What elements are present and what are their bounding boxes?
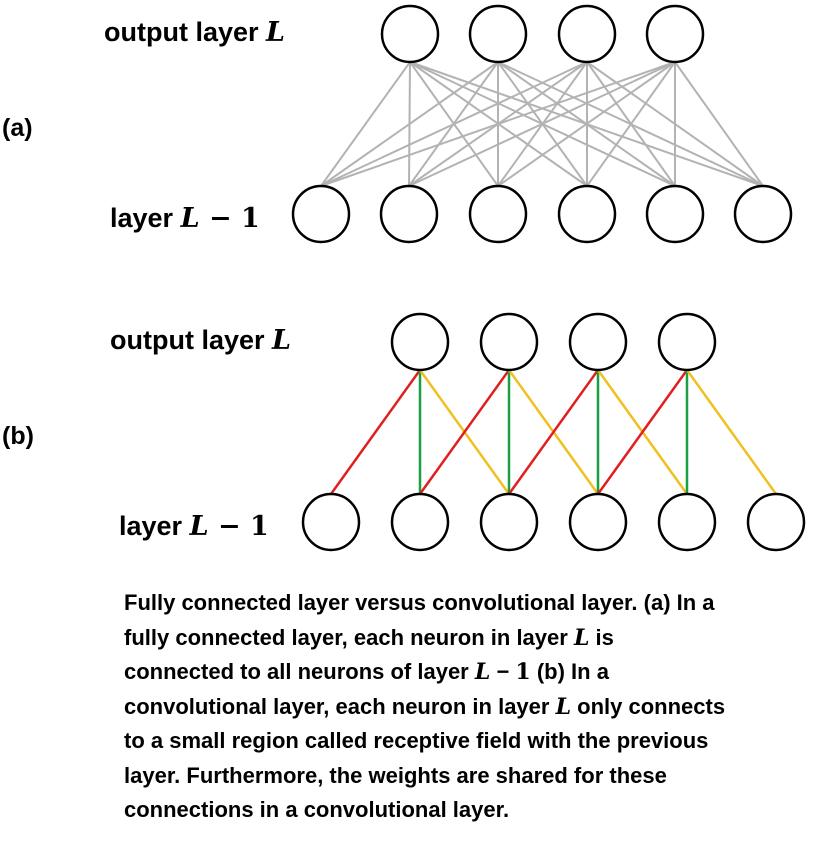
panel-a-neurons — [291, 4, 793, 244]
panel-b-output-neuron-3 — [568, 312, 628, 372]
caption-line-6: layer. Furthermore, the weights are shar… — [124, 759, 829, 794]
caption-line-4: convolutional layer, each neuron in laye… — [124, 690, 829, 725]
caption-line-7: connections in a convolutional layer. — [124, 793, 829, 828]
figure-caption: Fully connected layer versus convolution… — [124, 586, 829, 828]
panel-b-edge-right-4 — [685, 369, 778, 495]
panel-a-edge-4-2 — [408, 61, 676, 187]
panel-a-edge-4-4 — [586, 61, 676, 187]
panel-a-input-neuron-5 — [645, 184, 705, 244]
panel-a-input-layer-label: layer L − 1 — [110, 202, 260, 235]
panel-b-input-label-text: layer — [119, 511, 190, 541]
panel-b-input-layer-label: layer L − 1 — [119, 510, 269, 543]
panel-a-input-neuron-3 — [468, 184, 528, 244]
panel-b-edge-left-2 — [418, 369, 511, 495]
caption-text: connected to all neurons of layer — [124, 659, 475, 684]
panel-a-edges — [320, 61, 764, 187]
panel-b-input-neuron-1 — [301, 492, 361, 552]
panel-a-edge-4-1 — [320, 61, 676, 187]
caption-text: fully connected layer, each neuron in la… — [124, 624, 574, 650]
caption-text: connections in a convolutional layer. — [124, 797, 510, 822]
panel-a-edge-1-1 — [320, 61, 411, 187]
panel-a-input-neuron-2 — [379, 184, 439, 244]
caption-text: convolutional layer, each neuron in laye… — [124, 693, 556, 719]
panel-b-output-layer-label: output layer L — [110, 324, 291, 357]
panel-b-input-neuron-4 — [568, 492, 628, 552]
panel-a-input-label-var: L — [180, 203, 200, 234]
caption-text: only connects — [571, 693, 726, 719]
panel-b-input-neuron-6 — [746, 492, 806, 552]
panel-b-output-label-text: output layer — [110, 325, 273, 355]
panel-a-output-neuron-2 — [468, 4, 528, 64]
panel-b-output-neuron-4 — [657, 312, 717, 372]
panel-b-input-neuron-3 — [479, 492, 539, 552]
panel-a-input-neuron-1 — [291, 184, 351, 244]
caption-math-var: L — [474, 659, 491, 685]
panel-a-input-neuron-4 — [557, 184, 617, 244]
panel-b-edges — [329, 369, 778, 495]
panel-a-output-neuron-3 — [557, 4, 617, 64]
caption-text: layer. Furthermore, the weights are shar… — [124, 762, 667, 788]
caption-text: is — [589, 624, 614, 650]
caption-line-2: fully connected layer, each neuron in la… — [124, 621, 829, 656]
panel-a-edge-2-1 — [320, 61, 499, 187]
panel-b-output-neuron-1 — [390, 312, 450, 372]
caption-text: to a small region called receptive field… — [124, 728, 709, 753]
panel-b-output-label-var: L — [272, 325, 291, 356]
panel-b-input-neuron-5 — [657, 492, 717, 552]
panel-a-output-label-var: L — [266, 17, 285, 48]
panel-b-output-neuron-2 — [479, 312, 539, 372]
caption-line-5: to a small region called receptive field… — [124, 724, 829, 759]
caption-math-number: 1 — [515, 659, 531, 685]
panel-b-edge-left-4 — [596, 369, 689, 495]
panel-a-edge-4-3 — [497, 61, 676, 187]
panel-b-input-label-var: L — [189, 511, 209, 542]
panel-b-neurons — [301, 312, 806, 552]
panel-a-input-label-text: layer — [110, 203, 181, 233]
caption-text: (b) In a — [530, 659, 609, 684]
panel-b-input-label-rest: − 1 — [208, 511, 269, 542]
caption-line-3: connected to all neurons of layer L − 1 … — [124, 655, 829, 690]
caption-text: Fully connected layer versus convolution… — [124, 590, 715, 615]
panel-b-tag: (b) — [2, 422, 34, 450]
panel-b-edge-left-1 — [329, 369, 422, 495]
panel-a-edge-4-6 — [674, 61, 764, 187]
caption-math-var: L — [573, 624, 590, 651]
panel-a-input-label-rest: − 1 — [199, 203, 260, 234]
panel-a-tag: (a) — [2, 114, 33, 142]
panel-b-edge-left-3 — [507, 369, 600, 495]
panel-a-output-neuron-1 — [380, 4, 440, 64]
panel-a-edge-3-1 — [320, 61, 588, 187]
panel-b-input-neuron-2 — [390, 492, 450, 552]
caption-text: − — [490, 659, 516, 684]
panel-a-output-neuron-4 — [645, 4, 705, 64]
caption-math-var: L — [555, 693, 572, 720]
panel-a-output-layer-label: output layer L — [104, 16, 285, 49]
panel-a-input-neuron-6 — [733, 184, 793, 244]
panel-a-output-label-text: output layer — [104, 17, 267, 47]
caption-line-1: Fully connected layer versus convolution… — [124, 586, 829, 621]
